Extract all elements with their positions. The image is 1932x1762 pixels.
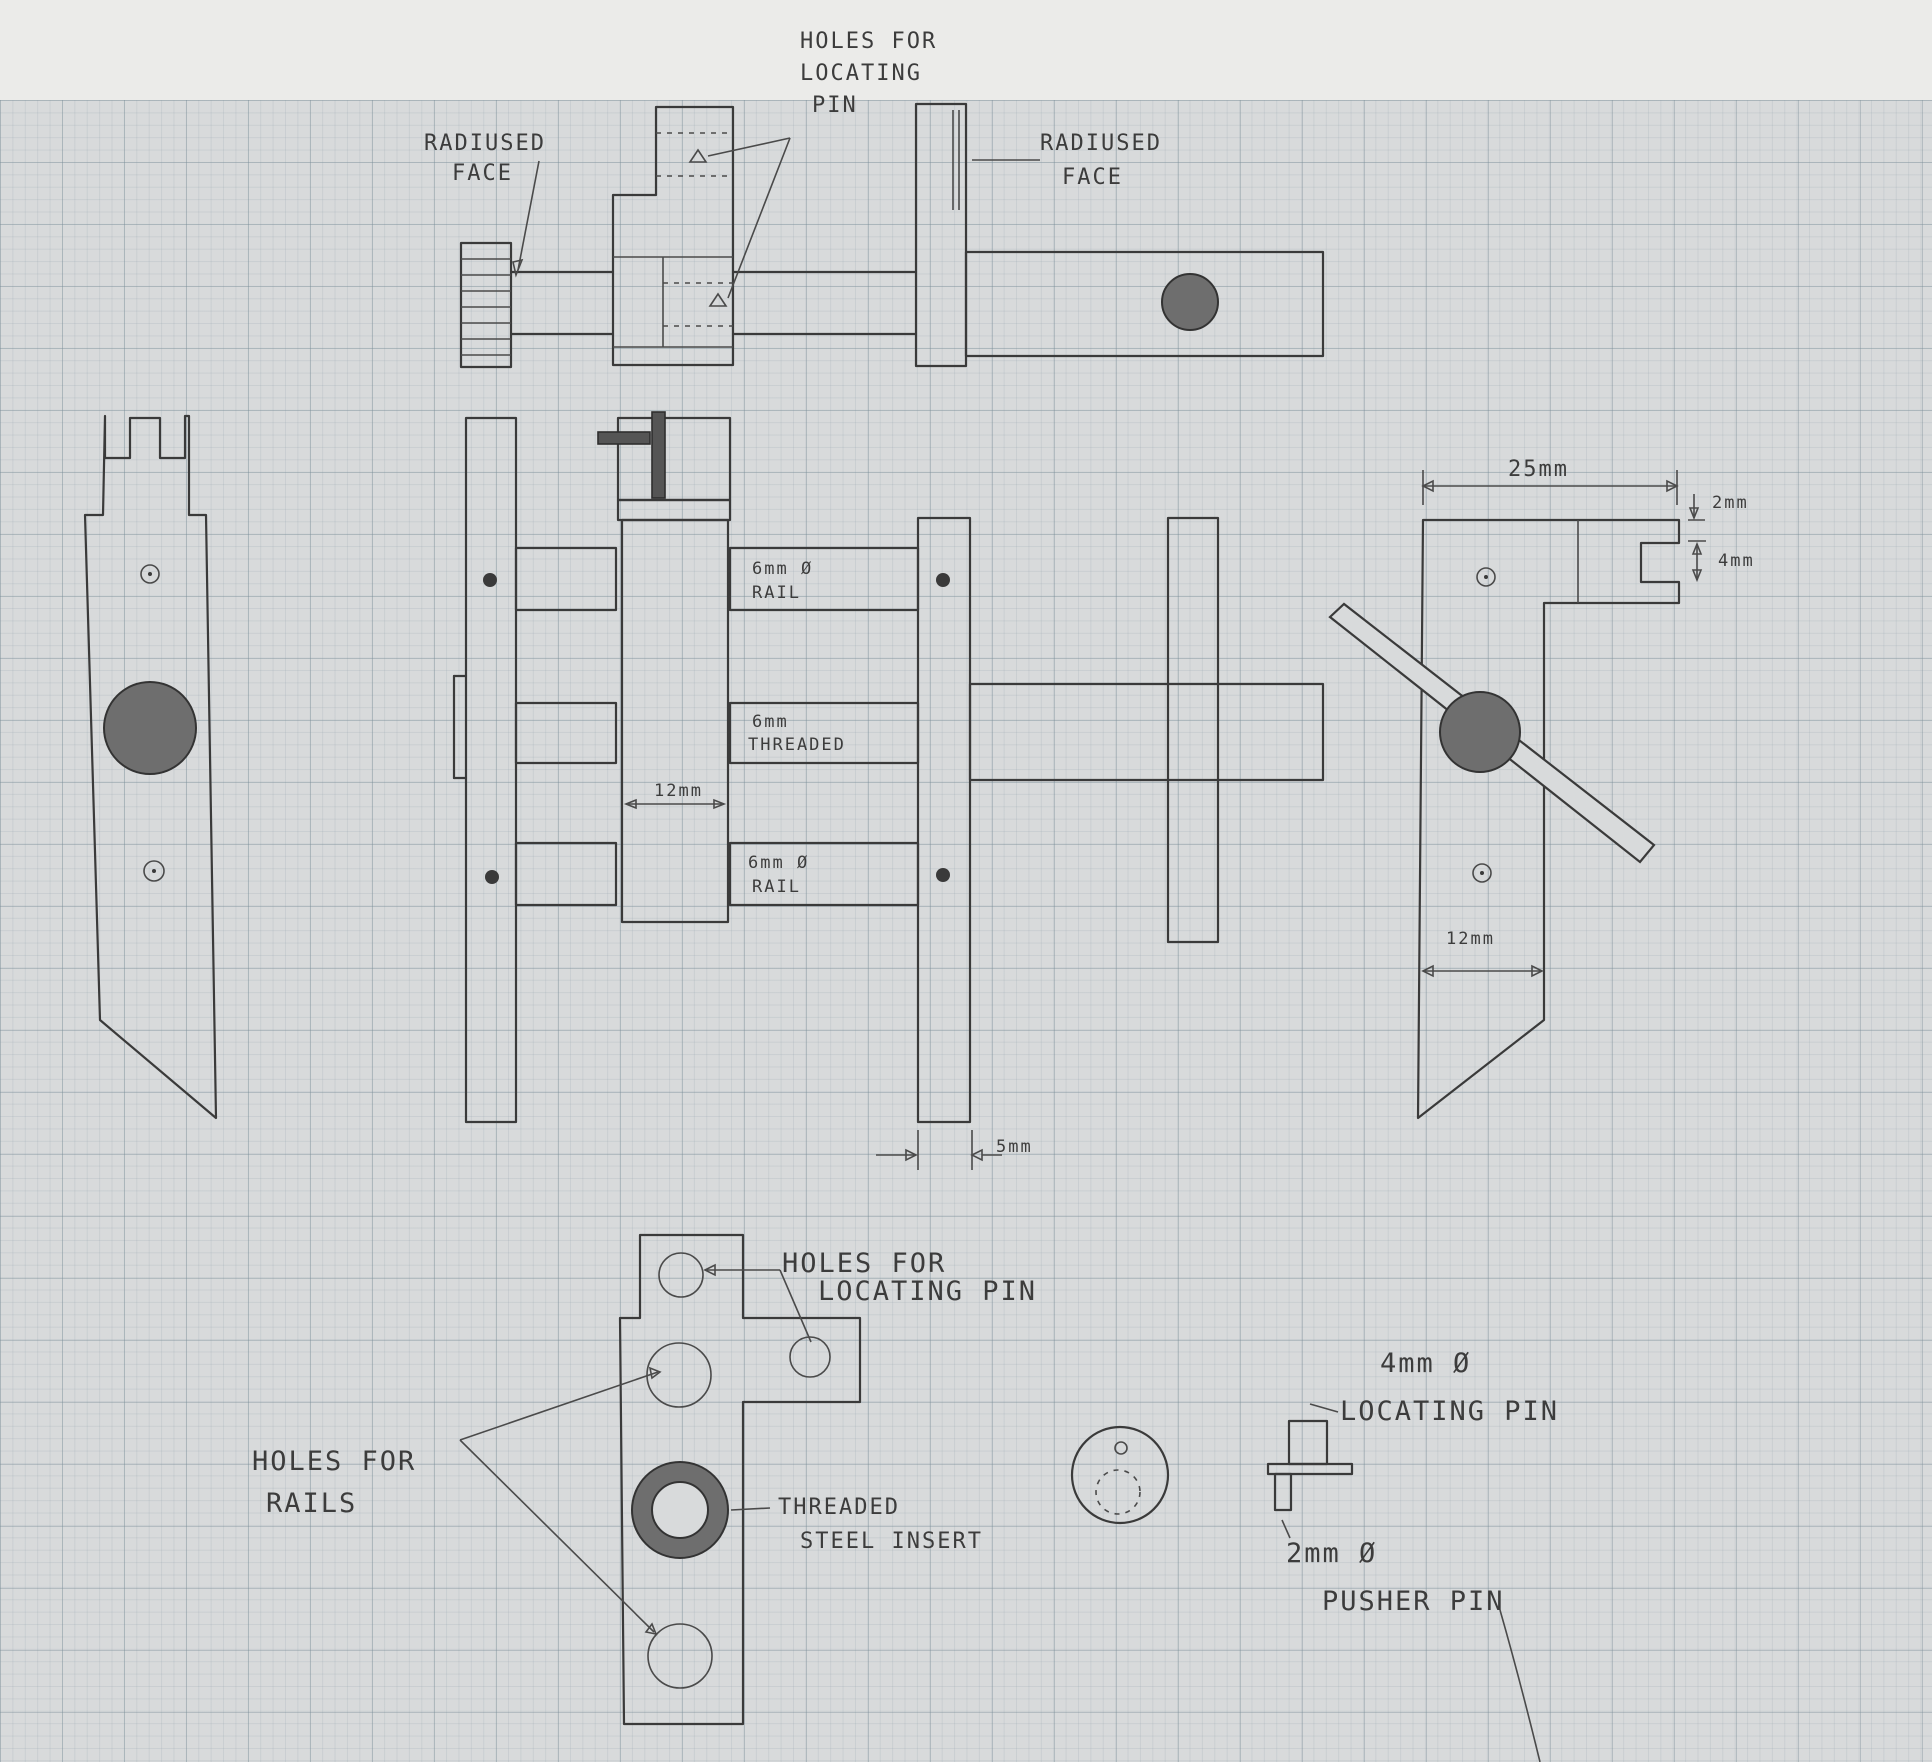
note-rail-top-2: RAIL (752, 583, 801, 603)
note-dim-12mm-right: 12mm (1446, 929, 1495, 949)
top-view (459, 102, 1325, 369)
top-knob (1161, 273, 1219, 331)
centre-left-jaw (464, 416, 518, 1124)
note-dim-25mm: 25mm (1508, 457, 1569, 482)
top-centre-block (611, 105, 735, 367)
note-dim-2mm: 2mm (1712, 493, 1749, 513)
note-radiused-face-left-2: FACE (452, 161, 513, 186)
note-dim-12mm-center: 12mm (654, 781, 703, 801)
locating-pin-head (1287, 1419, 1329, 1466)
leader-radiused-face-left (517, 160, 540, 271)
left-profile-knob (103, 681, 197, 775)
note-rail-bottom-2: RAIL (752, 877, 801, 897)
note-radiused-face-right-2: FACE (1062, 165, 1123, 190)
note-threaded-insert-2: STEEL INSERT (800, 1529, 983, 1554)
note-radiused-face-right-1: RADIUSED (1040, 131, 1162, 156)
leader-locating-pin-b (727, 137, 791, 299)
bottom-l-block (459, 1233, 862, 1726)
centre-right-jaw (916, 516, 972, 1124)
centre-elevation (452, 411, 1325, 1170)
note-pusher-pin-1: 2mm Ø (1286, 1538, 1377, 1569)
centre-carriage-top (616, 416, 732, 502)
note-dim-4mm: 4mm (1718, 551, 1755, 571)
pin-detail (1070, 1403, 1541, 1762)
centre-handle-bar (968, 682, 1325, 782)
right-side-profile (1328, 470, 1706, 1120)
right-profile-knob (1439, 691, 1521, 773)
left-side-profile (83, 414, 218, 1120)
pusher-pin (1273, 1472, 1293, 1512)
note-dim-5mm: 5mm (996, 1137, 1033, 1157)
note-holes-rails-1: HOLES FOR (252, 1446, 416, 1477)
centre-carriage (620, 518, 730, 924)
note-holes-rails-2: RAILS (266, 1488, 357, 1519)
paper-top-margin (0, 0, 1932, 100)
grid-area (0, 100, 1932, 1762)
top-left-jaw (459, 241, 513, 369)
note-holes-locating-top-1: HOLES FOR (800, 29, 937, 54)
note-threaded-2: THREADED (748, 735, 846, 755)
note-holes-locating-bottom-2: LOCATING PIN (818, 1276, 1037, 1307)
note-holes-locating-top-3: PIN (812, 93, 858, 118)
note-threaded-insert-1: THREADED (778, 1495, 900, 1520)
annotations: HOLES FOR LOCATING PIN RADIUSED FACE RAD… (252, 29, 1755, 1617)
note-radiused-face-left-1: RADIUSED (424, 131, 546, 156)
note-locating-pin-1: 4mm Ø (1380, 1348, 1471, 1379)
leader-locating-pin-a (707, 137, 791, 157)
top-handle-bar (964, 250, 1325, 358)
centre-cross-bar (1166, 516, 1220, 944)
note-holes-locating-bottom-1: HOLES FOR (782, 1248, 946, 1279)
note-rail-top-1: 6mm Ø (752, 559, 813, 579)
note-locating-pin-2: LOCATING PIN (1340, 1396, 1559, 1427)
top-right-jaw (914, 102, 968, 368)
pin-disc (1070, 1425, 1170, 1525)
note-threaded-1: 6mm (752, 712, 789, 732)
note-pusher-pin-2: PUSHER PIN (1322, 1586, 1505, 1617)
note-holes-locating-top-2: LOCATING (800, 61, 922, 86)
note-rail-bottom-1: 6mm Ø (748, 853, 809, 873)
